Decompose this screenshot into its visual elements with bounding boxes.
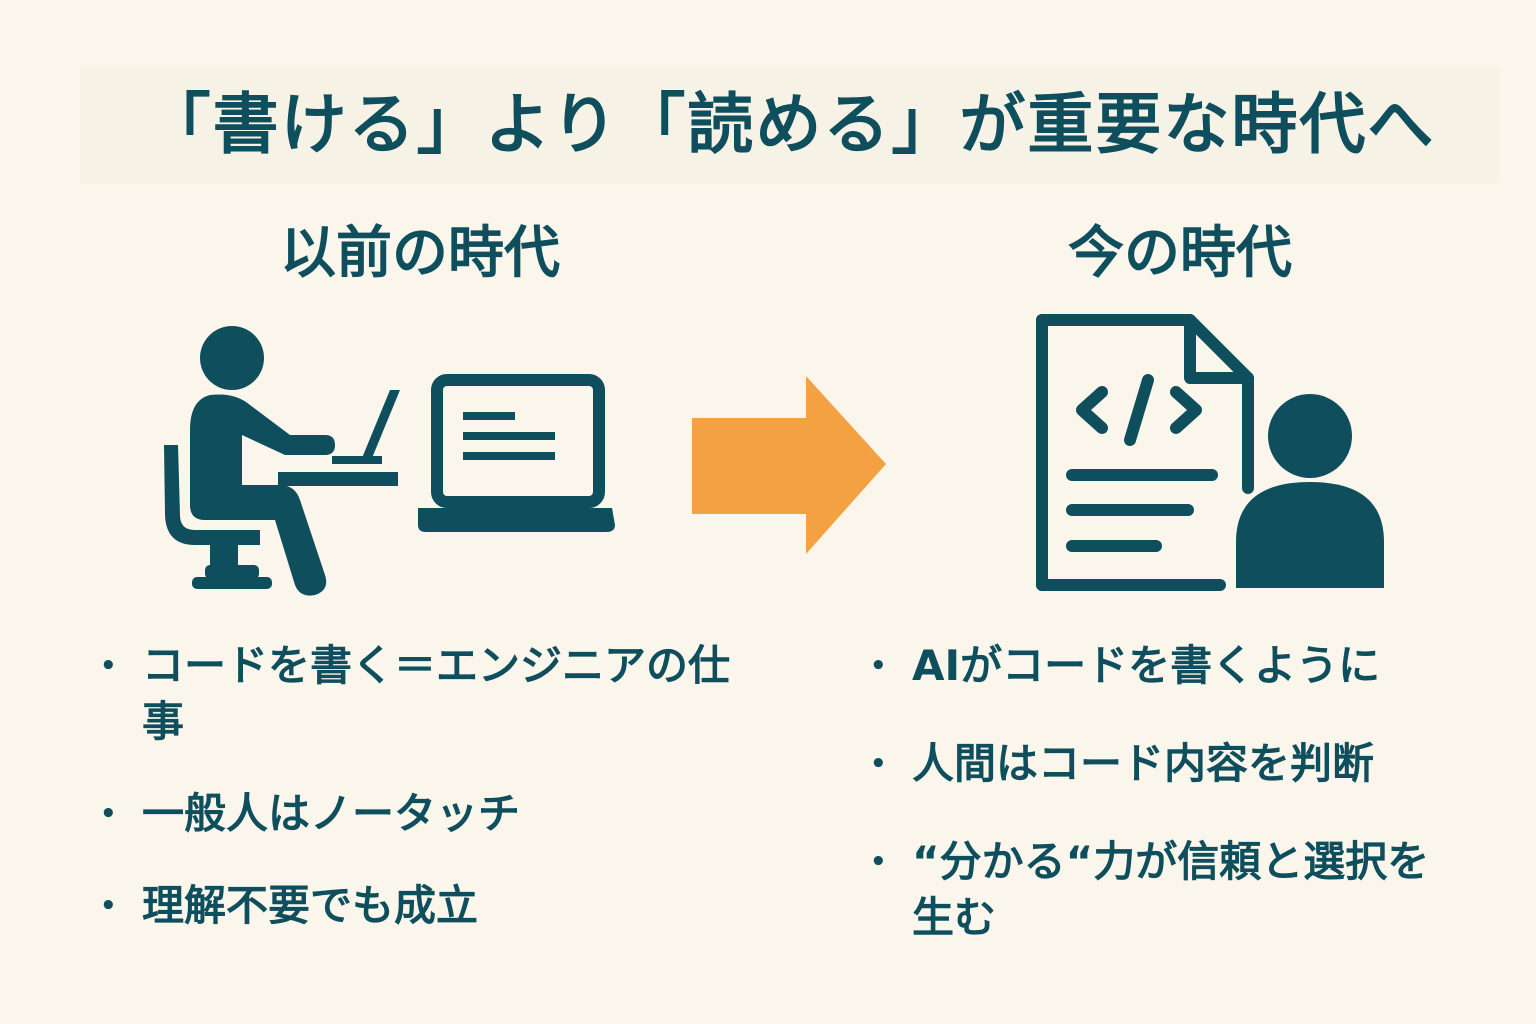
list-item: 一般人はノータッチ (100, 786, 750, 842)
page-title: 「書ける」より「読める」が重要な時代へ (144, 86, 1436, 163)
left-bullet-list: コードを書く＝エンジニアの仕事 一般人はノータッチ 理解不要でも成立 (100, 638, 750, 970)
list-item: 理解不要でも成立 (100, 878, 750, 934)
right-arrow-icon (692, 376, 886, 554)
list-item: “分かる“力が信頼と選択を生む (870, 834, 1470, 946)
list-item: 人間はコード内容を判断 (870, 736, 1470, 792)
right-bullet-list: AIがコードを書くように 人間はコード内容を判断 “分かる“力が信頼と選択を生む (870, 638, 1470, 988)
left-column-heading: 以前の時代 (280, 221, 560, 286)
list-item: コードを書く＝エンジニアの仕事 (100, 638, 750, 750)
title-band (80, 66, 1500, 184)
right-column-heading: 今の時代 (1068, 221, 1292, 286)
list-item: AIがコードを書くように (870, 638, 1470, 694)
code-document-person-icon (1036, 314, 1384, 591)
person-at-computer-icon (164, 326, 615, 596)
